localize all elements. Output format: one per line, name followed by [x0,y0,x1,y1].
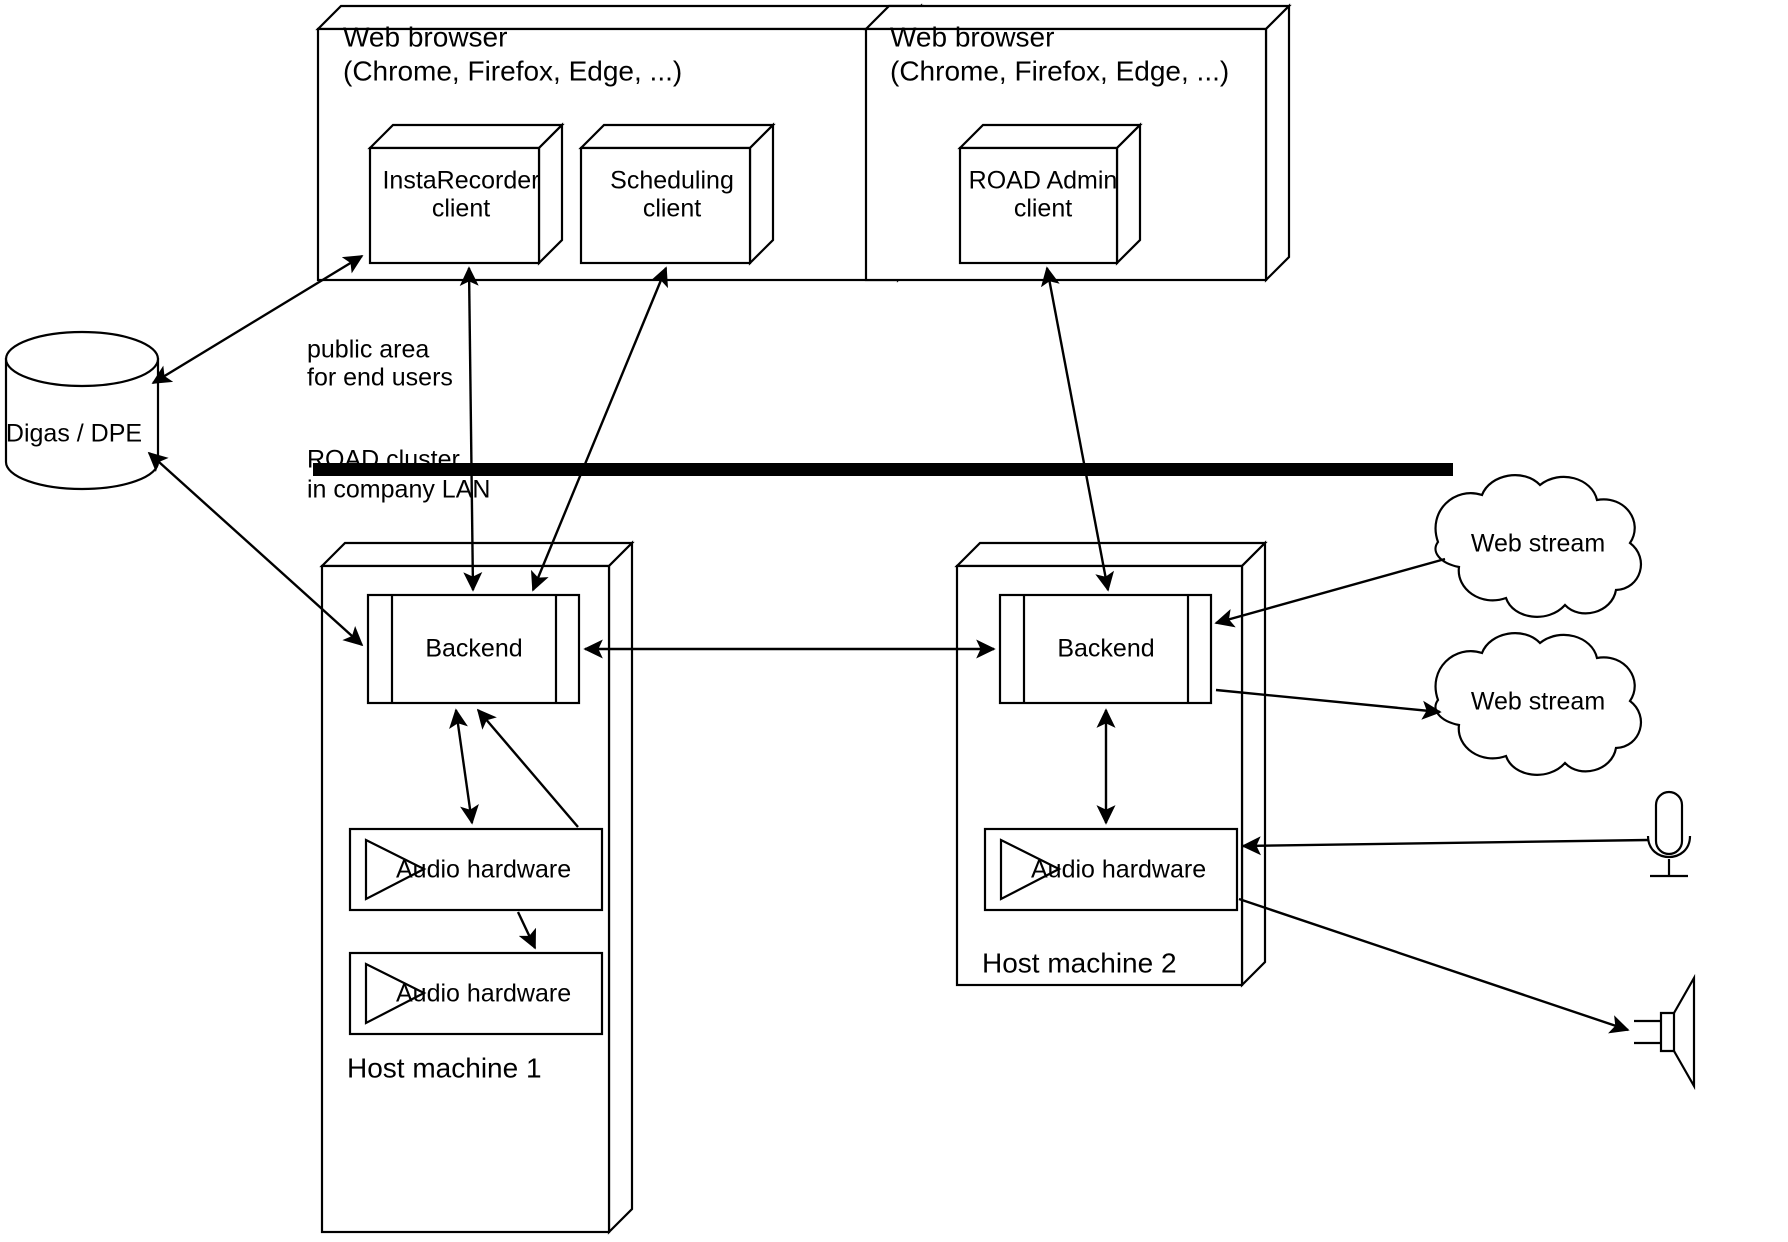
browser-left-title-line2: (Chrome, Firefox, Edge, ...) [343,55,682,86]
cloud-in-label: Web stream [1471,530,1605,558]
audio-hw-2a-label: Audio hardware [1031,856,1206,884]
host-1-side-face [607,540,634,1235]
microphone-cradle [1646,835,1692,859]
audio-hardware-2a[interactable]: Audio hardware [983,827,1239,912]
audio-hw-1a-label: Audio hardware [396,856,571,884]
audio-hw-1b-body [348,951,604,1036]
zone-public-label-line2: for end users [307,364,453,392]
instarecorder-side-face [537,122,564,266]
connector-instarecorder-to-backend-1 [459,266,483,592]
audio-hw-1a-speaker-triangle-icon [364,838,427,901]
database-cylinder-top [4,330,160,388]
microphone-icon [1646,790,1692,878]
scheduling-label-line1: Scheduling [610,167,734,195]
connector-audio-1a-to-audio-1b [516,911,537,950]
browser-right-title-line1: Web browser [890,21,1054,52]
loudspeaker-icon [1634,973,1696,1091]
audio-hardware-1a[interactable]: Audio hardware [348,827,604,912]
host-2-top-face [954,541,1268,568]
host-1-label: Host machine 1 [347,1052,542,1083]
backend-1-label: Backend [425,635,522,663]
audio-hardware-1b[interactable]: Audio hardware [348,951,604,1036]
zone-lan-label-line2: in company LAN [307,476,490,504]
backend-2-body [998,593,1213,705]
connector-backend-2-to-cloud-out [1215,688,1442,720]
loudspeaker-coil [1659,1011,1676,1053]
backend-1-body [366,593,581,705]
cloud-web-stream-out[interactable]: Web stream [1434,632,1643,776]
connector-cloud-in-to-backend-2 [1214,557,1446,628]
backend-2-label: Backend [1057,635,1154,663]
cloud-web-stream-in[interactable]: Web stream [1434,474,1643,618]
instarecorder-top-face [367,123,565,150]
audio-hw-1a-body [348,827,604,912]
client-road-admin[interactable]: ROAD Admin client [957,122,1143,266]
connector-road-admin-to-backend-2 [1040,266,1115,592]
browser-right-title-line2: (Chrome, Firefox, Edge, ...) [890,55,1229,86]
loudspeaker-cone [1673,973,1696,1091]
zone-lan-label-line1: ROAD cluster [307,446,460,474]
audio-hw-1b-label: Audio hardware [396,980,571,1008]
microphone-capsule [1654,790,1684,856]
cloud-out-label: Web stream [1471,688,1605,716]
connector-backend-1-to-audio-1a [449,708,479,825]
audio-hw-1b-speaker-triangle-icon [364,962,427,1025]
scheduling-side-face [748,122,775,266]
road-admin-side-face [1115,122,1142,266]
scheduling-label-line2: client [643,195,701,223]
zone-public-label-line1: public area [307,336,429,364]
client-instarecorder[interactable]: InstaRecorder client [367,122,565,266]
road-admin-front-face [958,146,1119,265]
connector-database-to-browser-left [151,254,364,385]
cloud-out-shape [1434,632,1643,776]
connector-audio-1a-to-backend-1 [476,708,579,828]
connector-microphone-to-audio-2a [1241,836,1649,856]
audio-hw-2a-body [983,827,1239,912]
road-admin-label-line2: client [1014,195,1072,223]
audio-hw-2a-speaker-triangle-icon [999,838,1062,901]
connector-database-to-backend-1 [147,451,364,647]
database-label: Digas / DPE [6,420,142,448]
database-digas-dpe[interactable]: Digas / DPE [4,330,160,491]
road-admin-label-line1: ROAD Admin [969,167,1118,195]
host-1-top-face [319,541,635,568]
scheduling-front-face [579,146,752,265]
instarecorder-label-line2: client [432,195,490,223]
connector-audio-2a-to-loudspeaker [1238,897,1630,1034]
scheduling-top-face [578,123,776,150]
backend-2[interactable]: Backend [998,593,1213,705]
instarecorder-front-face [368,146,541,265]
connector-scheduling-to-backend-1 [531,266,668,592]
security-boundary-divider [313,463,1453,476]
browser-right-side-face [1264,3,1291,283]
backend-1[interactable]: Backend [366,593,581,705]
host-2-label: Host machine 2 [982,947,1177,978]
road-admin-top-face [957,123,1143,150]
client-scheduling[interactable]: Scheduling client [578,122,776,266]
instarecorder-label-line1: InstaRecorder [382,167,539,195]
cloud-in-shape [1434,474,1643,618]
browser-left-title-line1: Web browser [343,21,507,52]
